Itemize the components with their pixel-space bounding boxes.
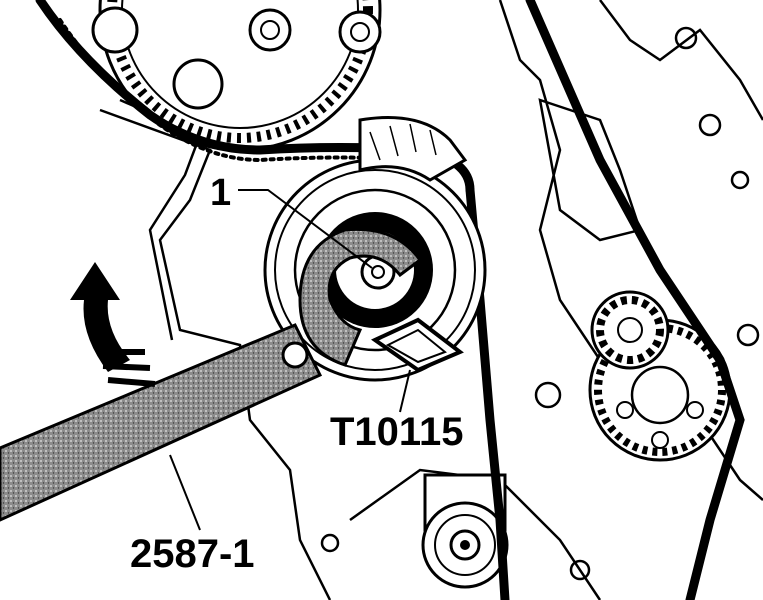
rotation-arrow-icon [70, 262, 156, 387]
wrench-head [298, 227, 423, 367]
leader-lines [169, 189, 411, 531]
bolt-hole-f [320, 533, 340, 553]
tensioner-bolt-center [371, 265, 385, 279]
sprocket-bolt-2 [350, 22, 370, 42]
tensioner-cam-plate [358, 116, 468, 182]
housing-top-right [599, 0, 763, 121]
sprocket-hole-3 [338, 10, 382, 54]
wrench-2587-1 [0, 227, 423, 522]
engine-cover-outline [99, 108, 332, 600]
sprocket-bolt-1 [260, 20, 280, 40]
sprocket-hole-1 [91, 6, 139, 54]
adapter-t10115 [371, 317, 464, 373]
belt-right-run [525, 0, 745, 600]
sprocket-hole-4 [172, 58, 224, 110]
idler-pulley [421, 473, 509, 589]
callout-part-1: 1 [210, 172, 231, 214]
leader-t10115 [399, 369, 411, 413]
belt-teeth-upper [58, 18, 422, 163]
wrench-handle [0, 323, 323, 522]
leader-part-1 [238, 189, 373, 269]
camshaft-sprocket [91, 0, 382, 152]
callout-2587-1: 2587-1 [130, 532, 255, 576]
leader-2587-1 [169, 454, 201, 531]
callout-t10115: T10115 [330, 410, 463, 454]
bolt-hole-d [736, 323, 760, 347]
bolt-hole-b [674, 26, 698, 50]
bolt-hole-c [534, 381, 562, 409]
sprocket-hole-2 [248, 8, 292, 52]
wrench-hole [281, 341, 309, 369]
bolt-hole-g [730, 170, 750, 190]
bolt-hole-a [698, 113, 722, 137]
housing-right-outline [498, 0, 763, 501]
bolt-hole-e [569, 559, 591, 581]
small-gear [590, 290, 670, 370]
tensioner-cam-hatch [369, 123, 437, 161]
